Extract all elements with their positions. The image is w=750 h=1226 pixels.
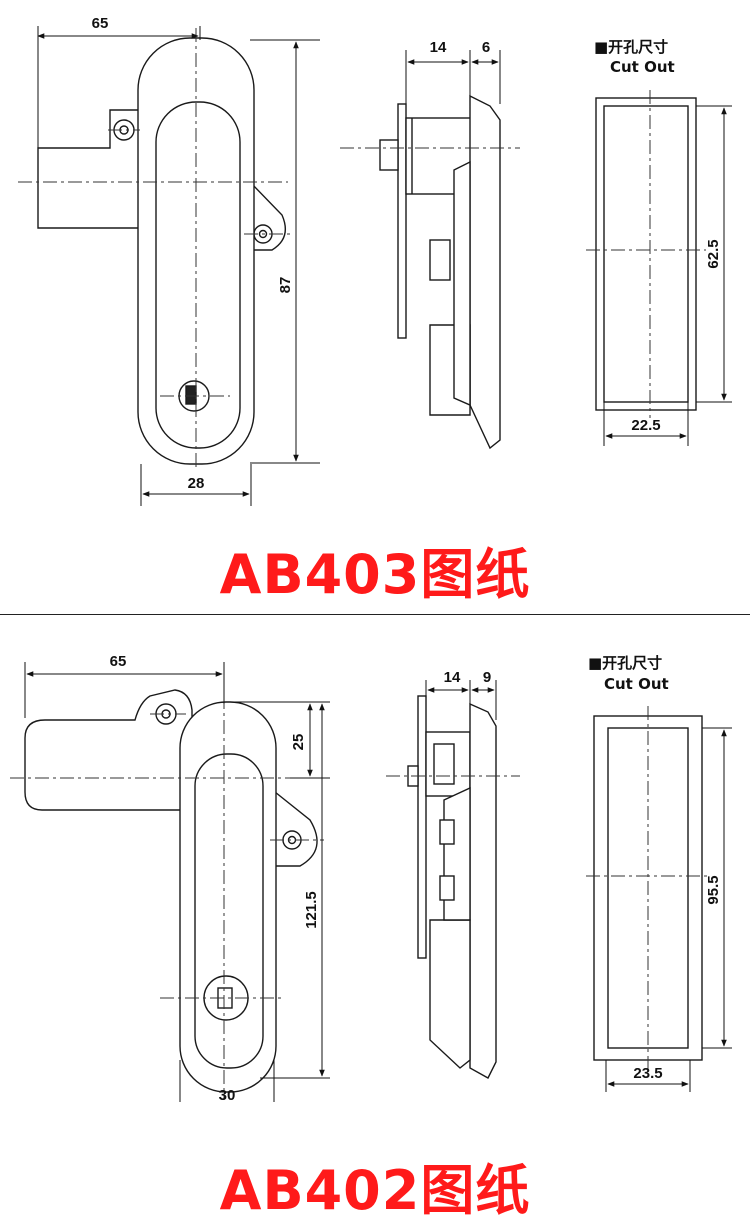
drawing-ab403: 65 87 28 14 6 ■开孔尺寸 Cut Out — [0, 0, 750, 610]
drawing-caption: AB403图纸 — [219, 543, 531, 606]
side-view — [407, 695, 497, 1079]
cutout-outline — [595, 97, 697, 411]
cutout-height-label: 95.5 — [705, 875, 722, 904]
side-flange-label: 6 — [482, 39, 490, 56]
front-top-offset-label: 25 — [290, 734, 307, 751]
cutout-height-label: 62.5 — [705, 239, 722, 268]
section-divider — [0, 614, 750, 615]
front-dimensions — [24, 662, 330, 1102]
cutout-title-en: Cut Out — [604, 675, 669, 693]
front-width-label: 65 — [110, 653, 127, 670]
front-view — [37, 37, 286, 465]
front-height-label: 87 — [277, 277, 294, 294]
cutout-title-cn: ■开孔尺寸 — [594, 38, 668, 56]
front-body-width-label: 30 — [219, 1087, 236, 1104]
cutout-width-label: 22.5 — [631, 417, 660, 434]
side-depth-label: 14 — [444, 669, 461, 686]
cutout-width-label: 23.5 — [633, 1065, 662, 1082]
cutout-title-cn: ■开孔尺寸 — [588, 654, 662, 672]
side-flange-label: 9 — [483, 669, 491, 686]
front-view — [24, 689, 318, 1093]
front-width-label: 65 — [92, 15, 109, 32]
front-body-width-label: 28 — [188, 475, 205, 492]
cutout-dimensions — [605, 727, 732, 1092]
front-centerlines — [18, 28, 290, 468]
cutout-title-en: Cut Out — [610, 58, 675, 76]
cutout-centerlines — [586, 706, 710, 1070]
front-height-label: 121.5 — [303, 891, 320, 929]
front-centerlines — [10, 670, 330, 1100]
side-depth-label: 14 — [430, 39, 447, 56]
cutout-centerlines — [586, 90, 706, 418]
side-dimensions — [425, 680, 497, 720]
cutout-dimensions — [603, 105, 732, 446]
drawing-ab402-svg: 65 25 121.5 30 14 9 ■开孔尺寸 — [10, 653, 732, 1104]
drawing-ab403-svg: 65 87 28 14 6 ■开孔尺寸 Cut Out — [18, 15, 732, 506]
front-dimensions — [37, 26, 320, 506]
drawing-ab402: 65 25 121.5 30 14 9 ■开孔尺寸 — [0, 620, 750, 1226]
drawing-caption: AB402图纸 — [219, 1159, 531, 1222]
side-view — [379, 94, 501, 450]
side-dimensions — [405, 50, 501, 104]
